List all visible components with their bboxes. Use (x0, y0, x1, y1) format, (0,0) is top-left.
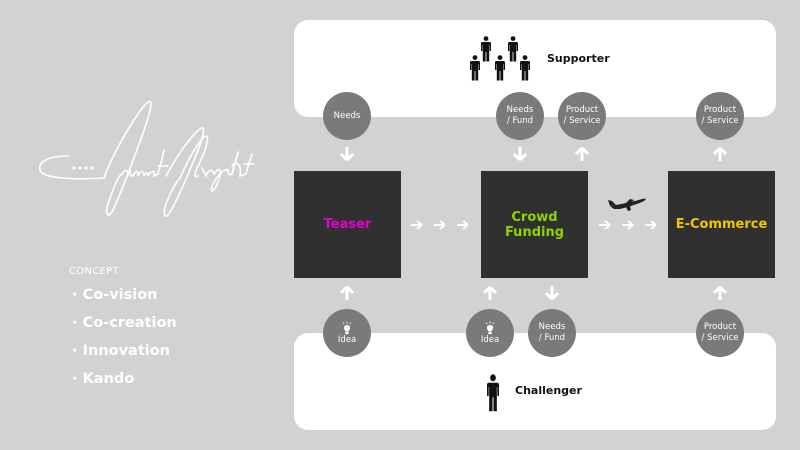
arrow-down-icon (513, 147, 527, 161)
lightbulb-icon (342, 321, 352, 334)
bullet: · (72, 287, 78, 303)
arrow-right-icon (457, 220, 469, 230)
group-of-people-icon (470, 36, 534, 82)
arrow-right-icon (434, 220, 446, 230)
flow-label: Idea (480, 334, 500, 345)
flow-label: / Service (701, 116, 739, 126)
stage-crowd-funding: Crowd Funding (481, 171, 588, 278)
stage-e-commerce: E-Commerce (668, 171, 775, 278)
person-icon (487, 374, 499, 412)
concept-item-label: Co-vision (82, 287, 158, 303)
arrow-up-icon (483, 286, 497, 300)
flow-label: Product (703, 322, 737, 332)
concept-title: CONCEPT (69, 266, 119, 277)
arrow-down-icon (545, 286, 559, 300)
flow-label: Needs (538, 322, 566, 332)
flow-label: / Fund (538, 333, 566, 343)
challenger-label: Challenger (515, 384, 582, 397)
flow-label: / Fund (506, 116, 534, 126)
flow-product-service-to-ecommerce: Product / Service (696, 309, 744, 357)
flow-needs-fund-to-crowdfunding: Needs / Fund (496, 92, 544, 140)
flow-needs-fund-to-challenger: Needs / Fund (528, 309, 576, 357)
lightbulb-icon (485, 321, 495, 334)
arrow-up-icon (713, 286, 727, 300)
bullet: · (72, 315, 78, 331)
flow-product-service-from-ecommerce: Product / Service (696, 92, 744, 140)
arrow-right-icon (645, 220, 657, 230)
flow-label: Idea (337, 334, 357, 345)
bullet: · (72, 343, 78, 359)
arrow-up-icon (340, 286, 354, 300)
stage-teaser: Teaser (294, 171, 401, 278)
arrow-right-icon (599, 220, 611, 230)
arrow-down-icon (340, 147, 354, 161)
concept-item-kando: · Kando (72, 371, 134, 387)
concept-item-innovation: · Innovation (72, 343, 170, 359)
concept-item-label: Kando (82, 371, 135, 387)
stage-e-commerce-label: E-Commerce (675, 217, 768, 232)
concept-item-label: Innovation (82, 343, 171, 359)
flow-idea-to-teaser: Idea (323, 309, 371, 357)
concept-item-covision: · Co-vision (72, 287, 158, 303)
flow-idea-to-crowdfunding: Idea (466, 309, 514, 357)
stage-crowd-funding-label-line2: Funding (504, 224, 565, 240)
logo-script-icon (39, 100, 255, 217)
flow-label: / Service (701, 333, 739, 343)
airplane-icon (608, 196, 648, 212)
supporter-label: Supporter (547, 52, 610, 65)
bullet: · (72, 371, 78, 387)
arrow-up-icon (575, 147, 589, 161)
flow-label: / Service (563, 116, 601, 126)
first-flight-logo (30, 90, 270, 230)
concept-item-label: Co-creation (82, 315, 177, 331)
arrow-up-icon (713, 147, 727, 161)
flow-label: Needs (506, 105, 534, 115)
flow-label: Product (565, 105, 599, 115)
stage-teaser-label: Teaser (323, 217, 372, 232)
flow-needs-to-teaser: Needs (323, 92, 371, 140)
flow-label: Needs (333, 110, 361, 121)
arrow-right-icon (411, 220, 423, 230)
arrow-right-icon (622, 220, 634, 230)
flow-product-service-from-crowdfunding: Product / Service (558, 92, 606, 140)
flow-label: Product (703, 105, 737, 115)
stage-crowd-funding-label-line1: Crowd (511, 209, 558, 225)
concept-item-cocreation: · Co-creation (72, 315, 177, 331)
